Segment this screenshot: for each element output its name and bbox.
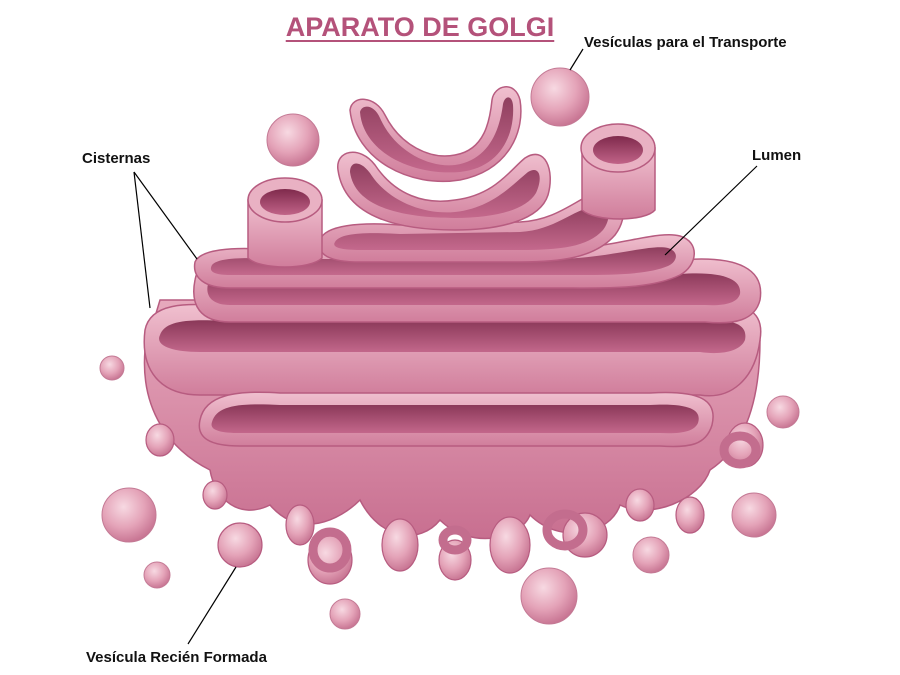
cisterna-6 [349, 86, 522, 182]
label-lumen: Lumen [752, 147, 802, 164]
budding-tubules [145, 422, 764, 585]
open-tube-left [247, 177, 323, 268]
callout-cisternas-lower [133, 171, 151, 309]
label-new-vesicle: Vesícula Recién Formada [86, 649, 267, 666]
callout-vesicula [187, 566, 237, 645]
cisterna-5 [337, 151, 551, 231]
open-tube-right [580, 123, 656, 220]
tubular-loops [308, 431, 761, 573]
cisterna-front-lower [198, 391, 714, 448]
diagram-title: APARATO DE GOLGI [285, 12, 555, 42]
free-vesicles [99, 67, 800, 630]
callout-cisternas-upper [133, 171, 198, 260]
callout-lumen [664, 165, 758, 256]
callout-transport [569, 48, 584, 71]
callout-lines [133, 48, 758, 645]
label-transport-vesicles: Vesículas para el Transporte [584, 34, 787, 51]
cisterna-1 [143, 303, 762, 397]
label-cisternae: Cisternas [82, 150, 151, 167]
